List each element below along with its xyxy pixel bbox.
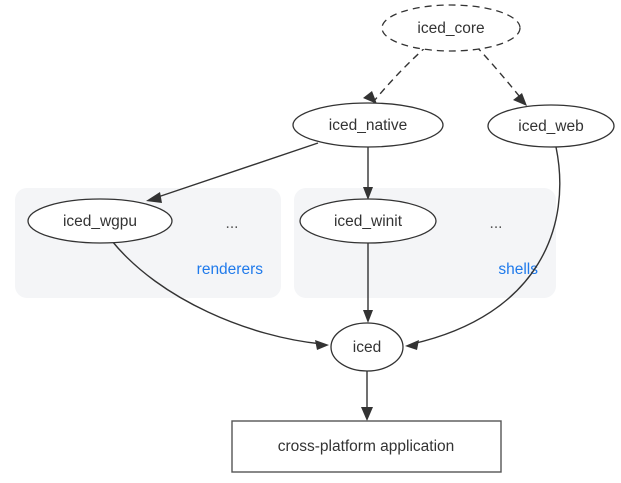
arrowhead-icon xyxy=(146,192,162,203)
node-application-shape[interactable] xyxy=(231,420,502,473)
node-iced-shape[interactable] xyxy=(330,322,404,372)
node-shells-more-label: ... xyxy=(490,215,503,232)
edge-path xyxy=(411,146,561,345)
node-iced-core[interactable]: iced_core xyxy=(381,4,521,52)
arrowhead-icon xyxy=(363,187,373,200)
node-iced-wgpu-label: iced_wgpu xyxy=(63,213,137,230)
node-iced-wgpu-shape[interactable] xyxy=(27,198,173,244)
node-iced-native-label: iced_native xyxy=(329,117,407,134)
node-renderers-more-label: ... xyxy=(226,215,239,232)
node-iced-web-shape[interactable] xyxy=(487,104,615,148)
edge-path xyxy=(151,142,319,200)
cluster-shells-label: shells xyxy=(498,261,538,278)
edge-path xyxy=(373,45,428,102)
edge-iced_core-to-iced_native xyxy=(363,45,428,104)
edge-path xyxy=(111,240,323,345)
node-iced-winit-shape[interactable] xyxy=(299,198,437,244)
node-iced-winit[interactable]: iced_winit xyxy=(299,198,437,244)
edge-iced-to-application xyxy=(361,371,373,421)
arrowhead-icon xyxy=(315,340,329,350)
edge-iced_wgpu-to-iced xyxy=(111,240,329,350)
node-iced-wgpu[interactable]: iced_wgpu xyxy=(27,198,173,244)
node-application-label: cross-platform application xyxy=(278,438,455,455)
arrowhead-icon xyxy=(363,91,377,104)
edge-iced_native-to-iced_winit xyxy=(363,147,373,200)
node-iced-winit-label: iced_winit xyxy=(334,213,403,230)
node-iced-native-shape[interactable] xyxy=(292,102,444,148)
node-iced-core-shape[interactable] xyxy=(381,4,521,52)
node-iced-core-label: iced_core xyxy=(417,20,484,37)
cluster-renderers-label: renderers xyxy=(197,261,264,278)
arrowhead-icon xyxy=(363,310,373,323)
arrowhead-icon xyxy=(513,93,527,106)
arrowhead-icon xyxy=(405,340,419,350)
node-iced-native[interactable]: iced_native xyxy=(292,102,444,148)
node-iced[interactable]: iced xyxy=(330,322,404,372)
node-iced-web-label: iced_web xyxy=(518,118,584,135)
edge-iced_core-to-iced_web xyxy=(475,45,527,106)
edge-iced_winit-to-iced xyxy=(363,243,373,323)
edge-iced_web-to-iced xyxy=(405,146,561,350)
node-iced-label: iced xyxy=(353,339,381,356)
arrowhead-icon xyxy=(361,407,373,421)
edge-iced_native-to-iced_wgpu xyxy=(146,142,319,203)
node-iced-web[interactable]: iced_web xyxy=(487,104,615,148)
node-application[interactable]: cross-platform application xyxy=(231,420,502,473)
edge-path xyxy=(475,45,525,103)
